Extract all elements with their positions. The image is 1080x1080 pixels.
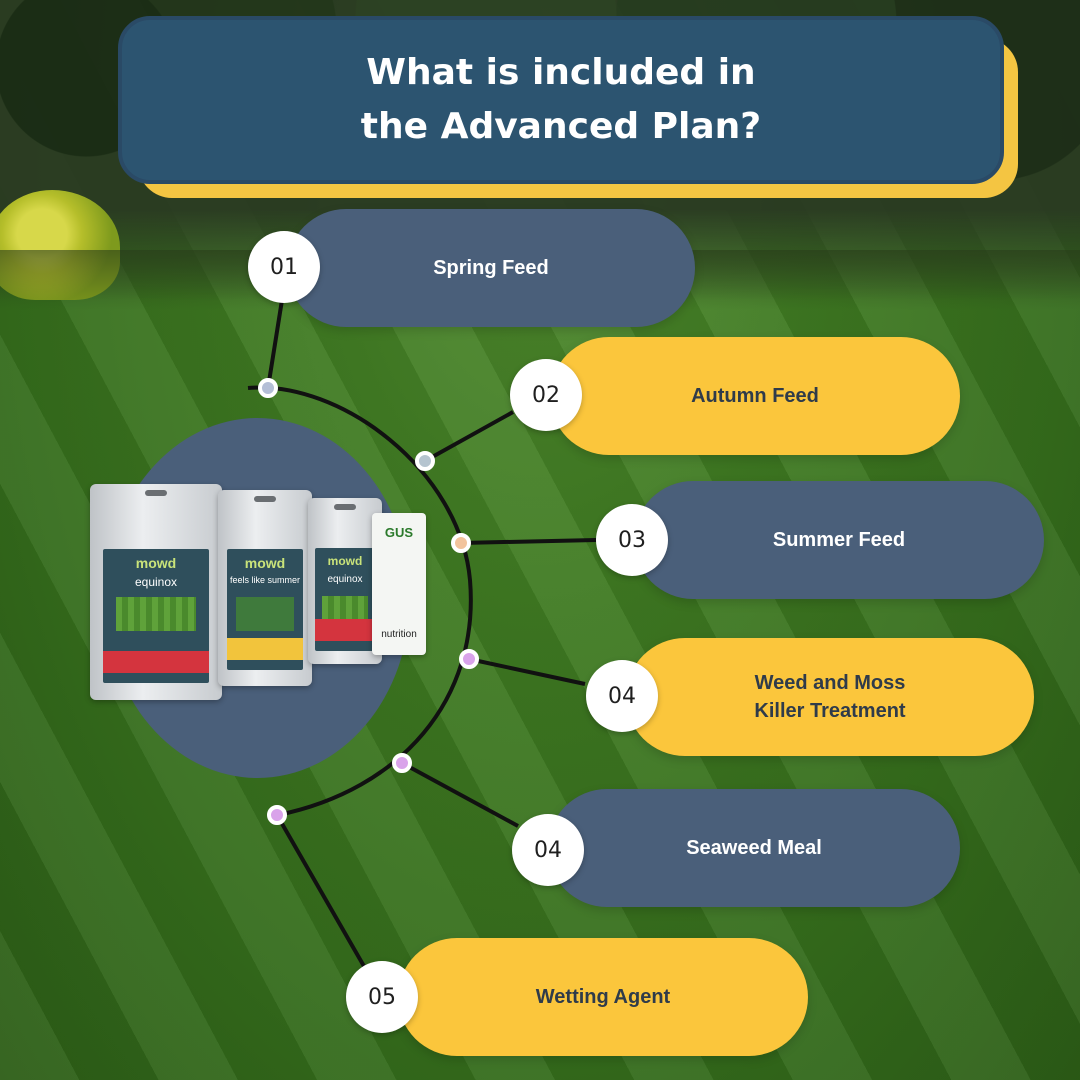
item-label: Autumn Feed xyxy=(691,385,819,407)
connector-dot-4 xyxy=(459,649,479,669)
connector-dot-5 xyxy=(392,753,412,773)
pouch-product: equinox xyxy=(327,573,363,585)
title-banner: What is included in the Advanced Plan? xyxy=(118,16,1004,184)
nutrition-bag: GUS nutrition xyxy=(372,513,426,655)
item-number-badge: 03 xyxy=(596,504,668,576)
fertilizer-pouch-3: mowd equinox xyxy=(308,498,382,664)
connector-dot-2 xyxy=(415,451,435,471)
title-line-2: the Advanced Plan? xyxy=(360,106,762,147)
item-label-line-1: Weed and Moss xyxy=(754,672,906,694)
connector-dot-1 xyxy=(258,378,278,398)
bag-brand: GUS xyxy=(384,525,414,540)
item-label: Seaweed Meal xyxy=(686,837,822,859)
pouch-product: feels like summer xyxy=(229,574,301,585)
bag-word: nutrition xyxy=(381,629,417,640)
fertilizer-pouch-2: mowd feels like summer xyxy=(218,490,312,686)
item-summer-feed: Summer Feed xyxy=(634,481,1044,599)
pouch-product: equinox xyxy=(134,574,178,589)
item-label-line-2: Killer Treatment xyxy=(754,700,906,722)
item-number-badge: 04 xyxy=(586,660,658,732)
item-number-badge: 01 xyxy=(248,231,320,303)
item-label: Spring Feed xyxy=(433,257,549,279)
item-weed-moss-killer: Weed and Moss Killer Treatment xyxy=(626,638,1034,756)
connector-dot-6 xyxy=(267,805,287,825)
pouch-brand: mowd xyxy=(244,554,286,571)
pouch-brand: mowd xyxy=(135,554,177,571)
item-seaweed-meal: Seaweed Meal xyxy=(548,789,960,907)
item-number-badge: 04 xyxy=(512,814,584,886)
fertilizer-pouch-1: mowd equinox xyxy=(90,484,222,700)
item-spring-feed: Spring Feed xyxy=(287,209,695,327)
item-label: Summer Feed xyxy=(772,529,906,551)
item-autumn-feed: Autumn Feed xyxy=(550,337,960,455)
item-number-badge: 02 xyxy=(510,359,582,431)
pouch-brand: mowd xyxy=(327,553,363,568)
item-label: Wetting Agent xyxy=(535,986,671,1008)
title-line-1: What is included in xyxy=(366,52,756,93)
item-wetting-agent: Wetting Agent xyxy=(398,938,808,1056)
connector-dot-3 xyxy=(451,533,471,553)
item-number-badge: 05 xyxy=(346,961,418,1033)
